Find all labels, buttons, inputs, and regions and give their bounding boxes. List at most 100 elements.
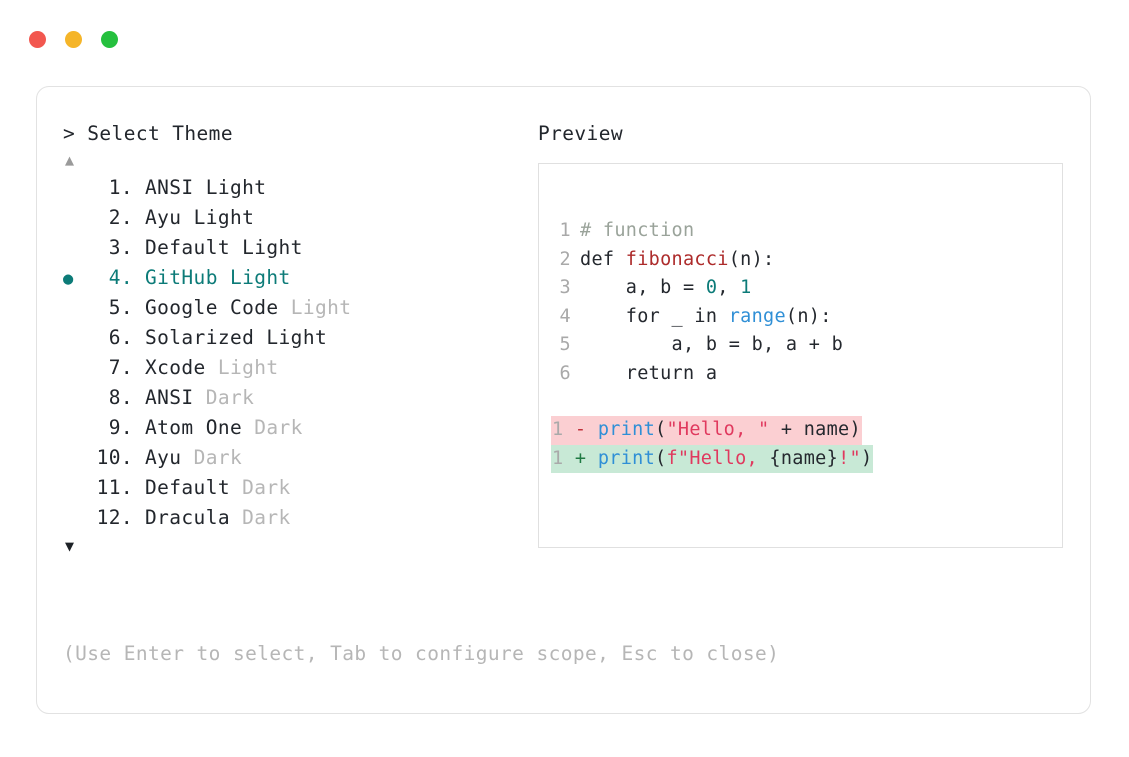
line-number: 1 [552,419,564,440]
theme-variant: Light [290,296,352,319]
selection-bullet-icon [63,384,89,414]
spacer [218,263,230,293]
theme-name: Google Code [145,296,279,319]
code-line: 1 # function [551,217,1058,246]
theme-list-item[interactable]: 12. Dracula Dark [63,503,533,533]
spacer [194,173,206,203]
code-token-plain: return a [580,362,718,384]
selection-bullet-icon [63,174,89,204]
line-number: 1 [559,220,571,241]
theme-list-item[interactable]: 2. Ayu Light [63,203,533,233]
line-number: 3 [559,277,571,298]
theme-selector: > Select Theme ▲ 1. ANSI Light 2. Ayu Li… [63,119,533,557]
diff-marker: - [574,419,587,440]
selection-bullet-icon: ● [63,269,74,289]
theme-list-item[interactable]: 11. Default Dark [63,473,533,503]
theme-variant: Light [217,356,279,379]
theme-index: 2. [108,206,133,229]
code-token-string: "Hello, " [666,419,770,440]
diff-marker: + [574,447,587,469]
code-token-plain: (n): [785,305,832,327]
theme-index: 10. [96,446,133,469]
selection-bullet-icon [63,234,89,264]
spacer [586,419,597,440]
spacer [133,413,145,443]
spacer [230,503,242,533]
code-token-plain: a, b = b, a + b [580,334,844,355]
spacer [181,443,193,473]
spacer [181,203,193,233]
theme-list-item[interactable]: ●4. GitHub Light [63,263,533,293]
theme-list-item[interactable]: 1. ANSI Light [63,173,533,203]
theme-list-item[interactable]: 10. Ayu Dark [63,443,533,473]
code-token-plain: for _ in [580,305,729,327]
code-token-plain: ( [655,447,667,469]
selection-bullet-icon [63,444,89,474]
code-text: return a [580,360,717,389]
theme-list-item[interactable]: 6. Solarized Light [63,323,533,353]
maximize-button[interactable] [101,31,118,48]
spacer [230,473,242,503]
theme-list-item[interactable]: 7. Xcode Light [63,353,533,383]
selection-bullet-icon [63,324,89,354]
spacer [133,353,145,383]
spacer [230,233,242,263]
selection-bullet-icon [63,474,89,504]
theme-list-item[interactable]: 5. Google Code Light [63,293,533,323]
code-text: # function [580,217,694,246]
code-text: for _ in range(n): [580,303,832,332]
code-token-plain: a, b = [580,277,706,298]
code-token-plain: def [580,248,626,270]
theme-variant: Light [229,266,291,289]
diff-line-added: 1 + print(f"Hello, {name}!") [551,444,1058,473]
page-title: > Select Theme [63,122,233,145]
code-token-plain: {name} [769,447,839,469]
code-token-comment: # function [580,220,695,241]
theme-variant: Dark [254,416,303,439]
code-token-plain: (n): [728,248,775,270]
selection-bullet-icon [63,294,89,324]
theme-name: Xcode [145,356,206,379]
spacer [586,448,597,469]
theme-list: 1. ANSI Light 2. Ayu Light 3. Default Li… [63,173,533,533]
code-line: 3 a, b = 0, 1 [551,274,1058,303]
theme-variant: Light [205,176,267,199]
spacer [242,413,254,443]
spacer [133,173,145,203]
close-button[interactable] [29,31,46,48]
spacer [133,443,145,473]
theme-name: GitHub [145,266,218,289]
theme-list-item[interactable]: 8. ANSI Dark [63,383,533,413]
spacer [133,323,145,353]
spacer [563,448,574,469]
theme-variant: Light [242,236,303,259]
spacer [133,233,145,263]
minimize-button[interactable] [65,31,82,48]
code-text: a, b = b, a + b [580,331,843,360]
code-token-plain: , [717,277,741,298]
code-token-plain: ) [860,447,873,469]
code-line: 5 a, b = b, a + b [551,331,1058,360]
spacer [563,419,574,440]
selection-bullet-icon [63,414,89,444]
theme-name: Dracula [145,506,230,529]
scroll-down-icon[interactable]: ▼ [65,537,75,555]
line-number: 6 [559,362,571,384]
theme-variant: Light [193,206,255,229]
code-token-num: 1 [740,277,752,298]
scroll-up-icon[interactable]: ▲ [65,151,75,169]
theme-list-item[interactable]: 3. Default Light [63,233,533,263]
theme-list-item[interactable]: 9. Atom One Dark [63,413,533,443]
code-token-plain: ( [655,419,667,440]
spacer [133,263,145,293]
code-line: 4 for _ in range(n): [551,303,1058,332]
spacer [194,383,206,413]
theme-index: 8. [108,386,133,409]
line-number: 2 [559,248,571,270]
code-token-num: 0 [705,277,718,298]
code-token-plain: + name) [769,419,861,440]
selection-bullet-icon [63,204,89,234]
spacer [133,383,145,413]
window-controls [29,31,118,48]
